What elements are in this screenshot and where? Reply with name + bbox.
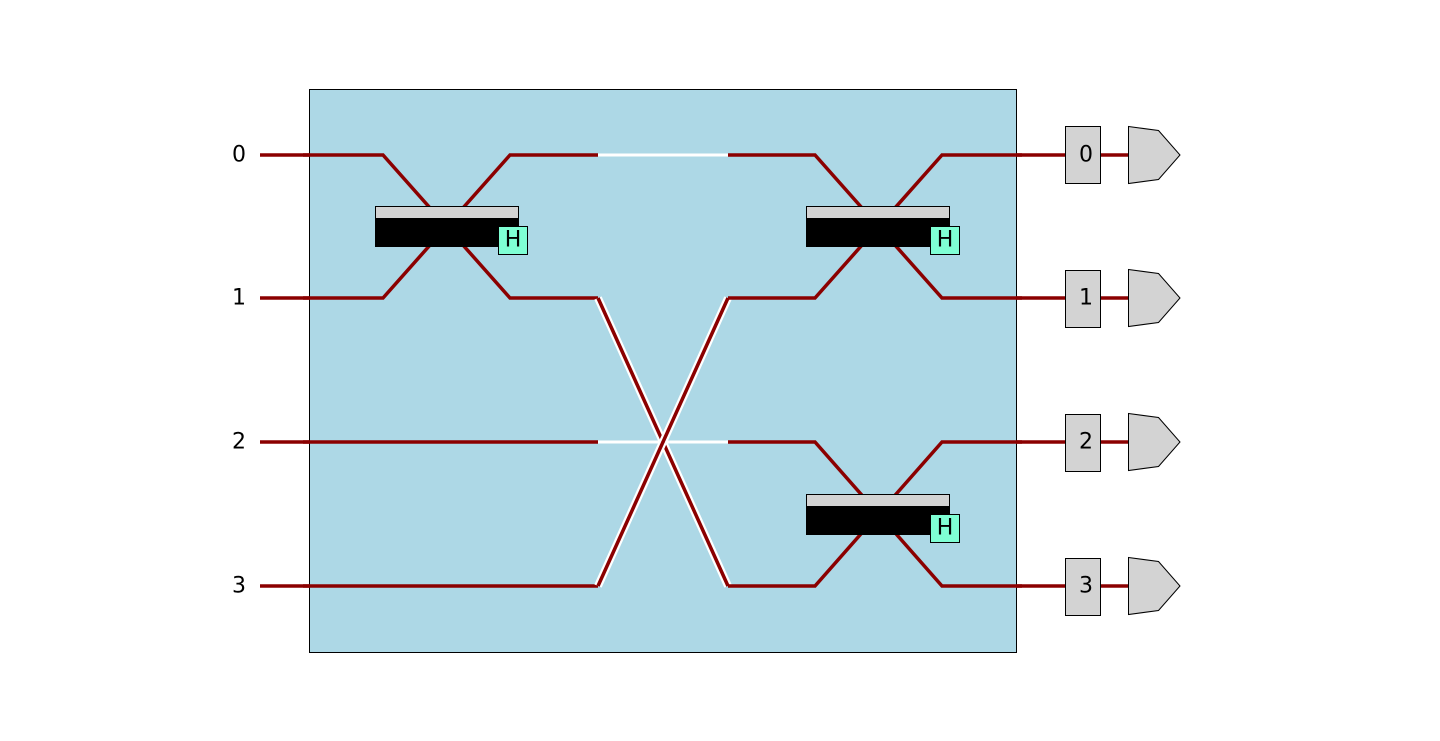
detector-3-icon [1128,556,1181,616]
detector-0-icon [1128,125,1181,185]
detector-2: 2 [1065,412,1181,472]
beamsplitter-1-h-label: H [505,228,522,253]
mode-label-1: 1 [232,286,246,311]
beamsplitter-3: H [806,494,960,543]
detector-3-box [1065,558,1101,616]
beamsplitter-3-h-tag [930,514,960,543]
beamsplitter-3-h-label: H [937,516,954,541]
beamsplitter-2-h-tag [930,226,960,255]
detector-0-label: 0 [1079,143,1093,168]
beamsplitter-1: H [375,206,528,255]
beamsplitter-2-top-bar [806,206,950,219]
mode-label-0: 0 [232,143,246,168]
perm-wire-3-to-1 [596,297,730,587]
circuit-box [309,89,1017,653]
mode-label-3: 3 [232,574,246,599]
detector-1-label: 1 [1079,286,1093,311]
detector-3: 3 [1065,556,1181,616]
detector-2-label: 2 [1079,430,1093,455]
beamsplitter-1-top-bar [375,206,519,219]
detector-1-box [1065,270,1101,328]
beamsplitter-1-h-tag [498,226,528,255]
mode-label-2: 2 [232,430,246,455]
detector-1-icon [1128,268,1181,328]
beamsplitter-3-top-bar [806,494,950,507]
detector-3-label: 3 [1079,574,1093,599]
detector-0: 0 [1065,125,1181,185]
detector-0-box [1065,126,1101,184]
detector-2-box [1065,414,1101,472]
detector-2-icon [1128,412,1181,472]
beamsplitter-2-h-label: H [937,228,954,253]
beamsplitter-2: H [806,206,960,255]
detector-1: 1 [1065,268,1181,328]
